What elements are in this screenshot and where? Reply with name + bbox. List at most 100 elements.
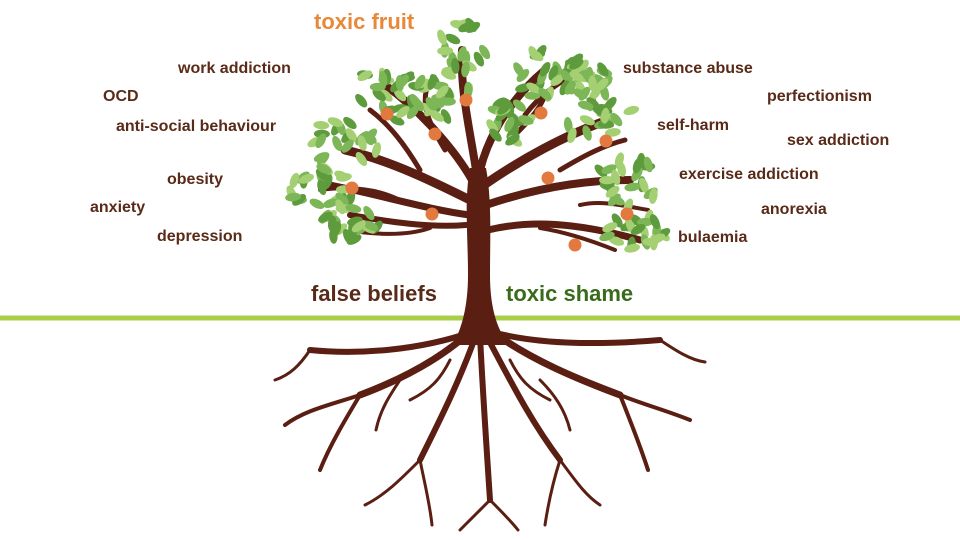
root-branch xyxy=(458,498,492,532)
leaf xyxy=(624,243,640,253)
root-branch xyxy=(488,498,520,532)
fruit xyxy=(541,171,555,185)
leaf xyxy=(573,78,586,93)
leaf xyxy=(624,182,641,192)
leaf xyxy=(631,167,643,182)
leaf xyxy=(378,70,388,87)
root-branch xyxy=(374,378,402,432)
leaf xyxy=(369,82,386,92)
leaf xyxy=(429,110,444,122)
symptom-depression: depression xyxy=(157,228,243,245)
leaf xyxy=(435,85,449,99)
fruit xyxy=(459,93,473,107)
symptom-obesity: obesity xyxy=(167,171,224,188)
symptom-anxiety: anxiety xyxy=(90,199,146,216)
leaf xyxy=(335,192,349,205)
leaf xyxy=(372,89,386,102)
leaf xyxy=(355,94,368,108)
symptom-exercise-addiction: exercise addiction xyxy=(679,166,819,183)
tree-roots xyxy=(273,326,707,532)
root-branch xyxy=(618,393,692,422)
leaf xyxy=(512,99,527,112)
leaf xyxy=(567,127,577,144)
leaf xyxy=(526,82,541,94)
leaf xyxy=(332,135,343,151)
leaf xyxy=(608,236,625,246)
leaf xyxy=(504,116,515,132)
leaf xyxy=(643,156,653,173)
leaf xyxy=(451,57,460,74)
leaf xyxy=(602,222,618,233)
leaf xyxy=(564,80,576,95)
symptom-anorexia: anorexia xyxy=(761,201,827,218)
leaf xyxy=(409,93,421,108)
leaf xyxy=(371,142,382,158)
leaf xyxy=(335,172,352,182)
root-branch xyxy=(543,458,562,527)
leaf xyxy=(389,115,405,126)
leaf xyxy=(313,120,330,130)
leaf xyxy=(578,86,591,101)
leaf xyxy=(529,49,544,62)
leaf xyxy=(599,176,616,185)
fruit xyxy=(380,107,394,121)
leaf xyxy=(292,194,306,206)
root-branch xyxy=(307,329,475,355)
symptom-work-addiction: work addiction xyxy=(178,60,291,77)
branch xyxy=(457,46,480,174)
leaf xyxy=(479,44,491,60)
leaf xyxy=(397,74,409,89)
symptom-substance-abuse: substance abuse xyxy=(623,60,753,77)
leaf xyxy=(342,228,353,245)
tree-trunk xyxy=(452,168,510,345)
root-branch xyxy=(658,338,707,364)
leaf xyxy=(364,128,378,142)
leaf xyxy=(563,117,573,133)
leaf xyxy=(539,62,551,77)
leaf xyxy=(323,198,339,208)
leaf xyxy=(351,220,366,233)
leaf xyxy=(623,105,640,116)
leaf xyxy=(605,185,620,198)
leaf xyxy=(582,125,592,141)
leaf xyxy=(600,107,610,124)
trunk-shape xyxy=(452,168,510,345)
leaf xyxy=(569,70,584,82)
branch xyxy=(347,212,469,229)
fruit xyxy=(345,181,359,195)
leaf xyxy=(345,128,358,143)
leaf xyxy=(597,120,614,129)
symptom-anti-social-behaviour: anti-social behaviour xyxy=(116,118,277,135)
leaf xyxy=(445,33,461,45)
leaf xyxy=(437,29,447,45)
symptom-sex-addiction: sex addiction xyxy=(787,132,890,149)
branch xyxy=(318,186,402,202)
leaf xyxy=(588,75,597,92)
leaf xyxy=(315,133,327,149)
leaf xyxy=(379,89,393,102)
leaf xyxy=(461,61,470,78)
leaf xyxy=(357,135,367,151)
title-toxic-fruit: toxic fruit xyxy=(314,9,415,34)
leaf xyxy=(595,78,609,91)
leaf xyxy=(518,115,534,125)
tree-fruits xyxy=(345,93,634,252)
leaf xyxy=(632,157,643,174)
branch xyxy=(358,226,432,236)
leaf xyxy=(341,139,354,153)
leaf xyxy=(597,62,609,77)
root-branch xyxy=(363,458,422,507)
symptom-perfectionism: perfectionism xyxy=(767,88,872,105)
root-branch xyxy=(418,458,434,527)
leaf xyxy=(285,192,302,202)
leaf xyxy=(428,99,445,109)
tree-leaves xyxy=(285,17,671,253)
leaf xyxy=(437,46,454,56)
fruit xyxy=(534,106,548,120)
fruit xyxy=(425,207,439,221)
root-branch xyxy=(283,393,362,427)
leaf xyxy=(309,198,325,209)
leaf xyxy=(318,211,333,223)
